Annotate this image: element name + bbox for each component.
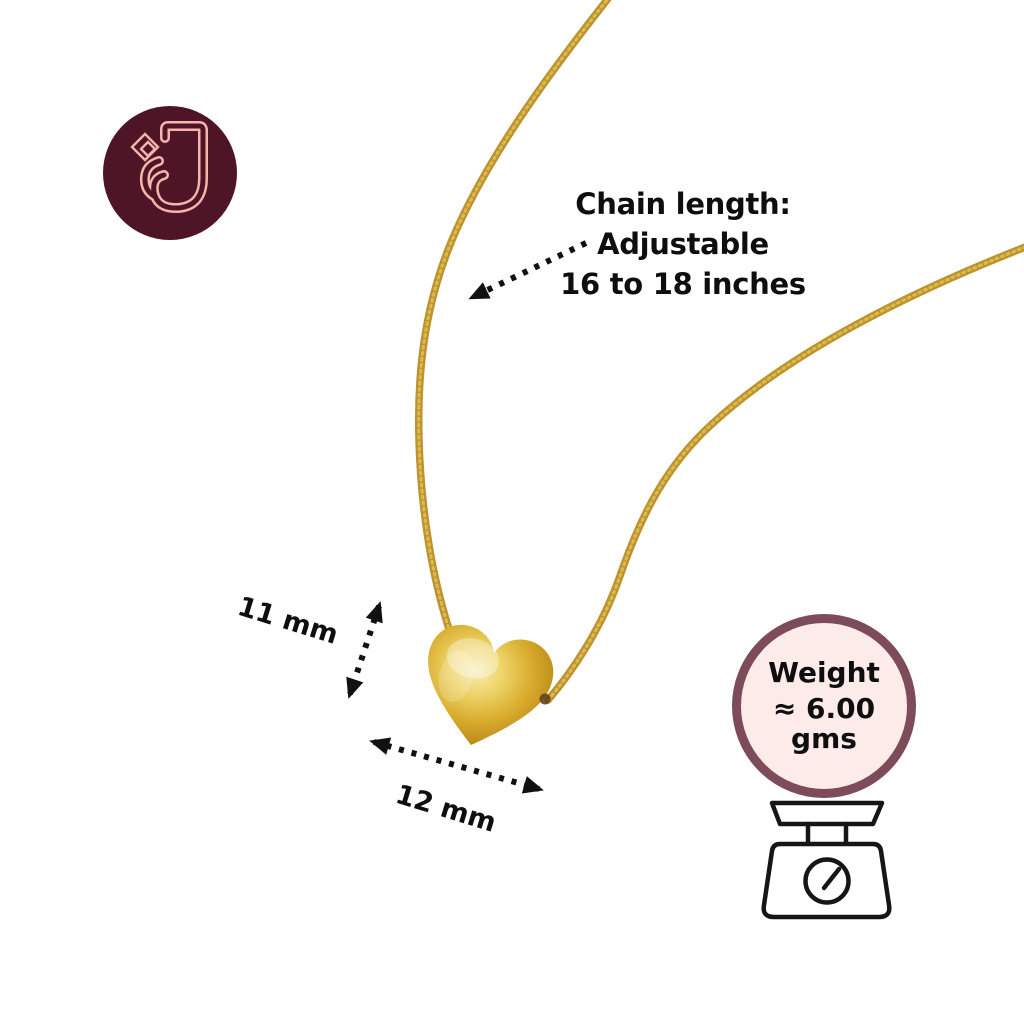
heart-pendant-icon bbox=[428, 624, 554, 746]
brand-logo bbox=[103, 106, 237, 240]
width-dimension-arrow bbox=[369, 737, 544, 794]
weight-badge-title: Weight bbox=[768, 656, 880, 689]
annotation-arrows bbox=[346, 240, 588, 794]
logo-monogram bbox=[130, 121, 208, 214]
monogram-j-icon bbox=[130, 121, 208, 214]
weight-badge: Weight ≈ 6.00 gms bbox=[732, 614, 916, 798]
chain-length-line2: Adjustable bbox=[597, 227, 769, 261]
height-dimension-arrow bbox=[346, 601, 383, 699]
pendant-chain-hole bbox=[539, 693, 551, 705]
chain-length-line1: Chain length: bbox=[575, 187, 791, 221]
chain-length-arrow bbox=[468, 240, 588, 300]
necklace-chain bbox=[414, 0, 1024, 704]
kitchen-scale-icon bbox=[761, 800, 892, 920]
chain-length-line3: 16 to 18 inches bbox=[560, 267, 806, 301]
gem-icon bbox=[130, 132, 160, 162]
weight-badge-value: ≈ 6.00 gms bbox=[772, 692, 876, 755]
chain-length-annotation: Chain length: Adjustable 16 to 18 inches bbox=[538, 184, 828, 304]
